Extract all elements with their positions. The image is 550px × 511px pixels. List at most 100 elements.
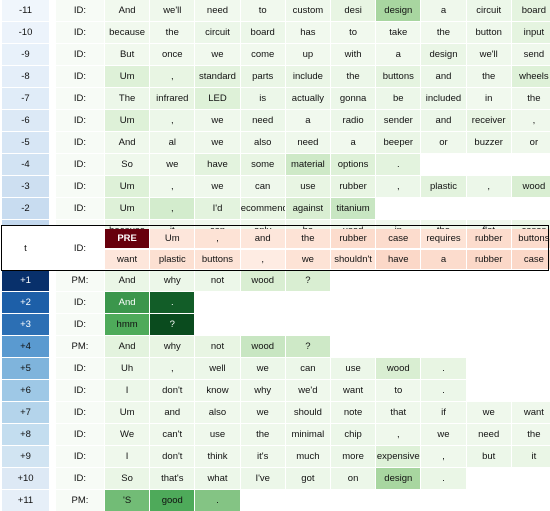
- token-cell: we: [466, 402, 511, 423]
- token-cell: beeper: [376, 132, 421, 153]
- speaker-label: ID:: [56, 468, 104, 489]
- row-index: +5: [2, 358, 49, 379]
- token-cell: the: [511, 424, 550, 445]
- token-cell: much: [285, 446, 330, 467]
- row-index: -7: [2, 88, 49, 109]
- token-cell: minimal: [285, 424, 330, 445]
- row-index: -10: [2, 22, 49, 43]
- row-index: +2: [2, 292, 49, 313]
- token-cell: can: [240, 176, 285, 197]
- speaker-label: ID:: [56, 446, 104, 467]
- token-cell: ,: [150, 110, 195, 131]
- row-index: -8: [2, 66, 49, 87]
- row-index: +9: [2, 446, 49, 467]
- row-index: +8: [2, 424, 49, 445]
- token-cell: what: [195, 468, 240, 489]
- token-cell: .: [421, 380, 466, 401]
- token-cell: ,: [150, 198, 195, 219]
- token-cell: ,: [240, 250, 285, 269]
- token-cell: need: [466, 424, 511, 445]
- token-cell: also: [240, 132, 285, 153]
- token-cell: .: [195, 490, 240, 511]
- speaker-label: ID:: [56, 0, 104, 21]
- speaker-label: ID:: [56, 88, 104, 109]
- token-cell: can't: [150, 424, 195, 445]
- token-cell: design: [421, 44, 466, 65]
- speaker-label: ID:: [56, 176, 104, 197]
- token-cell: why: [150, 336, 195, 357]
- token-cell: ?: [285, 270, 330, 291]
- token-cell: well: [195, 358, 240, 379]
- token-cell: we'll: [150, 0, 195, 21]
- token-cell: be: [376, 88, 421, 109]
- speaker-label: ID:: [56, 314, 104, 335]
- token-cell: ,: [150, 176, 195, 197]
- token-cell: the: [285, 229, 330, 248]
- token-cell: 'S: [105, 490, 150, 511]
- speaker-label: ID:: [56, 424, 104, 445]
- token-cell: And: [105, 0, 150, 21]
- token-cell: to: [240, 0, 285, 21]
- token-cell: And: [105, 132, 150, 153]
- speaker-label: ID:: [56, 380, 104, 401]
- token-cell: buttons: [195, 250, 240, 269]
- token-cell: LED: [195, 88, 240, 109]
- token-cell: gonna: [331, 88, 376, 109]
- token-cell: have: [376, 250, 421, 269]
- token-cell: ,: [150, 66, 195, 87]
- token-cell: .: [150, 292, 195, 313]
- token-cell: the: [511, 88, 550, 109]
- token-cell: ,: [421, 446, 466, 467]
- token-cell: al: [150, 132, 195, 153]
- token-cell: in: [466, 88, 511, 109]
- speaker-label: PM:: [56, 336, 104, 357]
- token-cell: on: [331, 468, 376, 489]
- token-cell: radio: [331, 110, 376, 131]
- token-cell: circuit: [466, 0, 511, 21]
- token-cell: wood: [240, 270, 285, 291]
- token-cell: a: [421, 0, 466, 21]
- token-cell: chip: [331, 424, 376, 445]
- token-cell: why: [240, 380, 285, 401]
- row-index: +10: [2, 468, 49, 489]
- token-cell: buzzer: [466, 132, 511, 153]
- token-cell: And: [105, 270, 150, 291]
- token-cell: standard: [195, 66, 240, 87]
- token-cell: But: [105, 44, 150, 65]
- token-cell: we: [195, 132, 240, 153]
- token-cell: case: [511, 250, 550, 269]
- speaker-label: ID:: [56, 22, 104, 43]
- token-cell: don't: [150, 446, 195, 467]
- token-cell: include: [285, 66, 330, 87]
- token-cell: design: [376, 0, 421, 21]
- token-cell: think: [195, 446, 240, 467]
- token-cell: also: [195, 402, 240, 423]
- token-cell: the: [150, 22, 195, 43]
- token-cell: rubber: [331, 176, 376, 197]
- token-cell: we: [285, 250, 330, 269]
- row-index: -3: [2, 176, 49, 197]
- token-cell: .: [421, 468, 466, 489]
- token-cell: So: [105, 154, 150, 175]
- row-index: +1: [2, 270, 49, 291]
- token-cell: parts: [240, 66, 285, 87]
- token-cell: ,: [150, 358, 195, 379]
- token-cell: need: [285, 132, 330, 153]
- token-cell: ,: [511, 110, 550, 131]
- token-cell: and: [421, 66, 466, 87]
- token-cell: we: [195, 110, 240, 131]
- token-cell: if: [421, 402, 466, 423]
- token-cell: Um: [105, 176, 150, 197]
- token-cell: send: [511, 44, 550, 65]
- token-cell: actually: [285, 88, 330, 109]
- token-cell: plastic: [421, 176, 466, 197]
- token-cell: to: [376, 380, 421, 401]
- token-cell: PRE: [105, 229, 150, 248]
- row-index: t: [2, 226, 49, 270]
- token-cell: wheels: [511, 66, 550, 87]
- token-cell: a: [285, 110, 330, 131]
- token-cell: Um: [105, 198, 150, 219]
- token-cell: the: [466, 66, 511, 87]
- speaker-label: ID:: [56, 44, 104, 65]
- token-cell: is: [240, 88, 285, 109]
